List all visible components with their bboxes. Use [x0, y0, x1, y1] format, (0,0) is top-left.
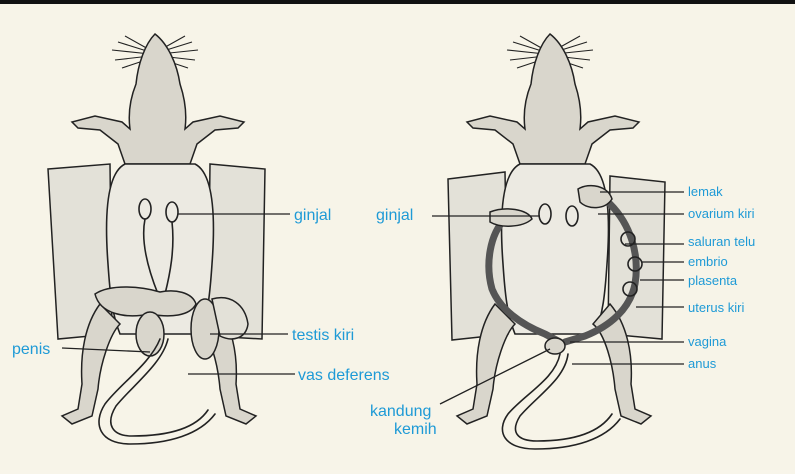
label-saluran-telur: saluran telu [688, 234, 755, 249]
head-chest [72, 34, 244, 164]
bladder [545, 338, 565, 354]
tail-female [502, 354, 620, 449]
testis-right [136, 312, 164, 356]
label-embrio: embrio [688, 254, 728, 269]
ovary-fat [578, 186, 612, 208]
organ-cluster [95, 287, 196, 316]
label-plasenta: plasenta [688, 273, 738, 288]
tail-inner [111, 339, 208, 436]
tail-female-inner [515, 354, 612, 441]
label-kandung: kandung [370, 403, 431, 420]
label-ovarium-kiri: ovarium kiri [688, 206, 755, 221]
label-anus: anus [688, 356, 717, 371]
male-rat-figure [48, 34, 295, 444]
label-penis: penis [12, 341, 50, 358]
label-ginjal-left: ginjal [294, 207, 331, 224]
head-chest-female [467, 34, 639, 164]
label-uterus-kiri: uterus kiri [688, 300, 744, 315]
label-kemih: kemih [394, 421, 437, 438]
label-vas-deferens: vas deferens [298, 367, 390, 384]
label-lemak: lemak [688, 184, 723, 199]
rat-anatomy-diagram: ginjal penis testis kiri vas deferens gi… [0, 4, 795, 474]
female-rat-figure [432, 34, 684, 449]
label-ginjal-right: ginjal [376, 207, 413, 224]
label-vagina: vagina [688, 334, 727, 349]
label-testis-kiri: testis kiri [292, 327, 354, 344]
